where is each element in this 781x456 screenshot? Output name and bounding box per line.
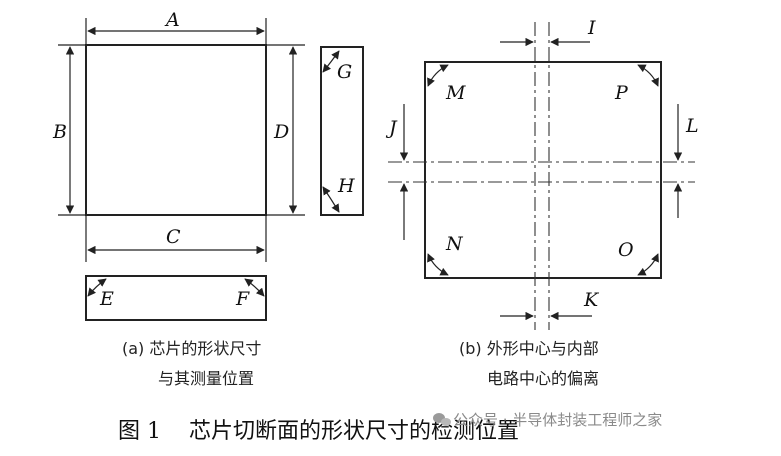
panel-b: I K J L M P N O (b) 外形中心与内部 电路中心的偏离 xyxy=(385,17,699,388)
label-a: A xyxy=(164,9,180,31)
wechat-icon xyxy=(433,413,451,426)
angle-arc-e xyxy=(87,278,107,297)
label-m: M xyxy=(445,82,466,104)
label-i: I xyxy=(587,17,596,39)
caption-b-line2: 电路中心的偏离 xyxy=(487,369,599,388)
angle-arc-n xyxy=(427,253,449,276)
watermark: 公众号 · 半导体封装工程师之家 xyxy=(433,411,662,429)
label-d: D xyxy=(273,121,289,143)
label-n: N xyxy=(445,233,464,255)
angle-arc-g xyxy=(322,50,340,73)
angle-arc-h xyxy=(322,186,340,213)
angle-arc-p xyxy=(637,64,659,87)
label-f: F xyxy=(235,288,250,310)
caption-b-line1: (b) 外形中心与内部 xyxy=(459,339,599,358)
label-h: H xyxy=(337,175,355,197)
chip-outline xyxy=(424,61,662,279)
chip-side-view-vertical xyxy=(320,46,364,216)
label-g: G xyxy=(337,61,352,83)
label-k: K xyxy=(583,289,600,311)
label-p: P xyxy=(614,82,629,104)
label-j: J xyxy=(385,117,398,139)
chip-side-view-horizontal xyxy=(85,275,267,321)
label-o: O xyxy=(618,239,634,261)
panel-a: A B D C G H E F (a) 芯片的形状尺寸 与其测量位置 xyxy=(52,9,364,388)
label-e: E xyxy=(99,288,114,310)
chip-top-view xyxy=(85,44,267,216)
angle-arc-o xyxy=(637,253,659,276)
caption-a-line2: 与其测量位置 xyxy=(158,369,254,388)
label-c: C xyxy=(166,226,181,248)
angle-arc-f xyxy=(244,278,265,297)
caption-a-line1: (a) 芯片的形状尺寸 xyxy=(122,339,261,358)
label-l: L xyxy=(685,115,699,137)
figure-caption: 图 1 芯片切断面的形状尺寸的检测位置 xyxy=(118,419,519,444)
angle-arc-m xyxy=(427,64,449,87)
label-b: B xyxy=(52,121,67,143)
watermark-text: 公众号 · 半导体封装工程师之家 xyxy=(453,411,662,429)
